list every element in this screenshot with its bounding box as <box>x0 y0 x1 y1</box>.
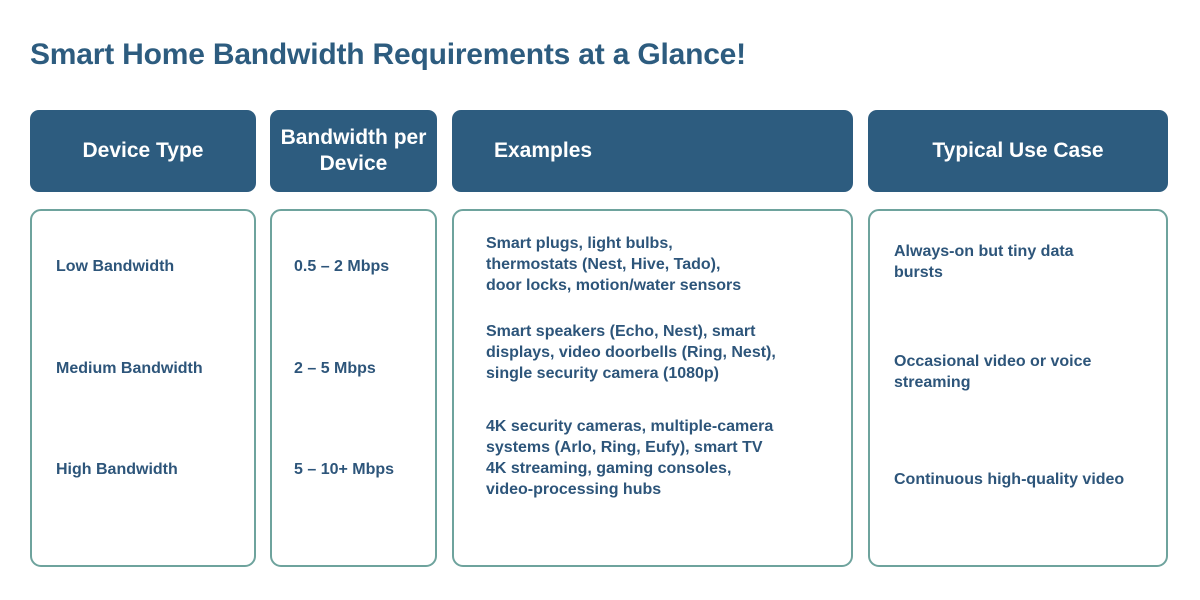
table-row: 5 – 10+ Mbps <box>294 459 427 480</box>
examples-line: systems (Arlo, Ring, Eufy), smart TV <box>486 439 763 456</box>
examples-line: displays, video doorbells (Ring, Nest), <box>486 344 776 361</box>
table-body-row: Low Bandwidth Medium Bandwidth High Band… <box>30 209 1168 567</box>
device-type-value: High Bandwidth <box>56 461 178 478</box>
table-row: High Bandwidth <box>56 459 244 480</box>
table-row: Medium Bandwidth <box>56 358 244 379</box>
examples-line: door locks, motion/water sensors <box>486 277 742 294</box>
device-type-value: Low Bandwidth <box>56 258 175 275</box>
device-type-value: Medium Bandwidth <box>56 360 203 377</box>
bandwidth-value: 0.5 – 2 Mbps <box>294 258 390 275</box>
examples-line: 4K security cameras, multiple-camera <box>486 418 774 435</box>
column-cell-typical-use-case[interactable]: Always-on but tiny data bursts Occasiona… <box>868 209 1168 567</box>
column-header-label: Bandwidth per Device <box>270 125 437 177</box>
table-row: 2 – 5 Mbps <box>294 358 427 379</box>
table-row: Occasional video or voice streaming <box>894 351 1152 393</box>
use-case-line: Occasional video or voice <box>894 353 1092 370</box>
page-title: Smart Home Bandwidth Requirements at a G… <box>30 38 746 71</box>
table-row: 0.5 – 2 Mbps <box>294 256 427 277</box>
column-header-device-type[interactable]: Device Type <box>30 110 256 192</box>
examples-line: 4K streaming, gaming consoles, <box>486 460 732 477</box>
examples-line: thermostats (Nest, Hive, Tado), <box>486 256 721 273</box>
examples-line: single security camera (1080p) <box>486 365 720 382</box>
table-row: Smart plugs, light bulbs, thermostats (N… <box>486 233 835 296</box>
examples-line: video-processing hubs <box>486 481 662 498</box>
bandwidth-value: 2 – 5 Mbps <box>294 360 376 377</box>
use-case-line: streaming <box>894 374 971 391</box>
use-case-line: bursts <box>894 264 943 281</box>
table-row: Low Bandwidth <box>56 256 244 277</box>
use-case-line: Always-on but tiny data <box>894 243 1074 260</box>
column-cell-examples[interactable]: Smart plugs, light bulbs, thermostats (N… <box>452 209 853 567</box>
column-cell-device-type[interactable]: Low Bandwidth Medium Bandwidth High Band… <box>30 209 256 567</box>
table-header-row: Device Type Bandwidth per Device Example… <box>30 110 1168 192</box>
examples-line: Smart plugs, light bulbs, <box>486 235 673 252</box>
table-row: Always-on but tiny data bursts <box>894 241 1152 283</box>
column-header-label-line1: Bandwidth <box>280 126 388 149</box>
column-header-label: Examples <box>494 139 593 162</box>
table-row: 4K security cameras, multiple-camera sys… <box>486 416 835 500</box>
table-row: Continuous high-quality video <box>894 469 1152 490</box>
table-row: Smart speakers (Echo, Nest), smart displ… <box>486 321 835 384</box>
column-cell-bandwidth[interactable]: 0.5 – 2 Mbps 2 – 5 Mbps 5 – 10+ Mbps <box>270 209 437 567</box>
column-header-label-line2: per Device <box>319 126 427 175</box>
examples-line: Smart speakers (Echo, Nest), smart <box>486 323 756 340</box>
use-case-line: Continuous high-quality video <box>894 471 1125 488</box>
bandwidth-value: 5 – 10+ Mbps <box>294 461 395 478</box>
column-header-bandwidth-per-device[interactable]: Bandwidth per Device <box>270 110 437 192</box>
column-header-label: Typical Use Case <box>932 139 1104 162</box>
column-header-label: Device Type <box>82 139 204 162</box>
column-header-typical-use-case[interactable]: Typical Use Case <box>868 110 1168 192</box>
column-header-examples[interactable]: Examples <box>452 110 853 192</box>
